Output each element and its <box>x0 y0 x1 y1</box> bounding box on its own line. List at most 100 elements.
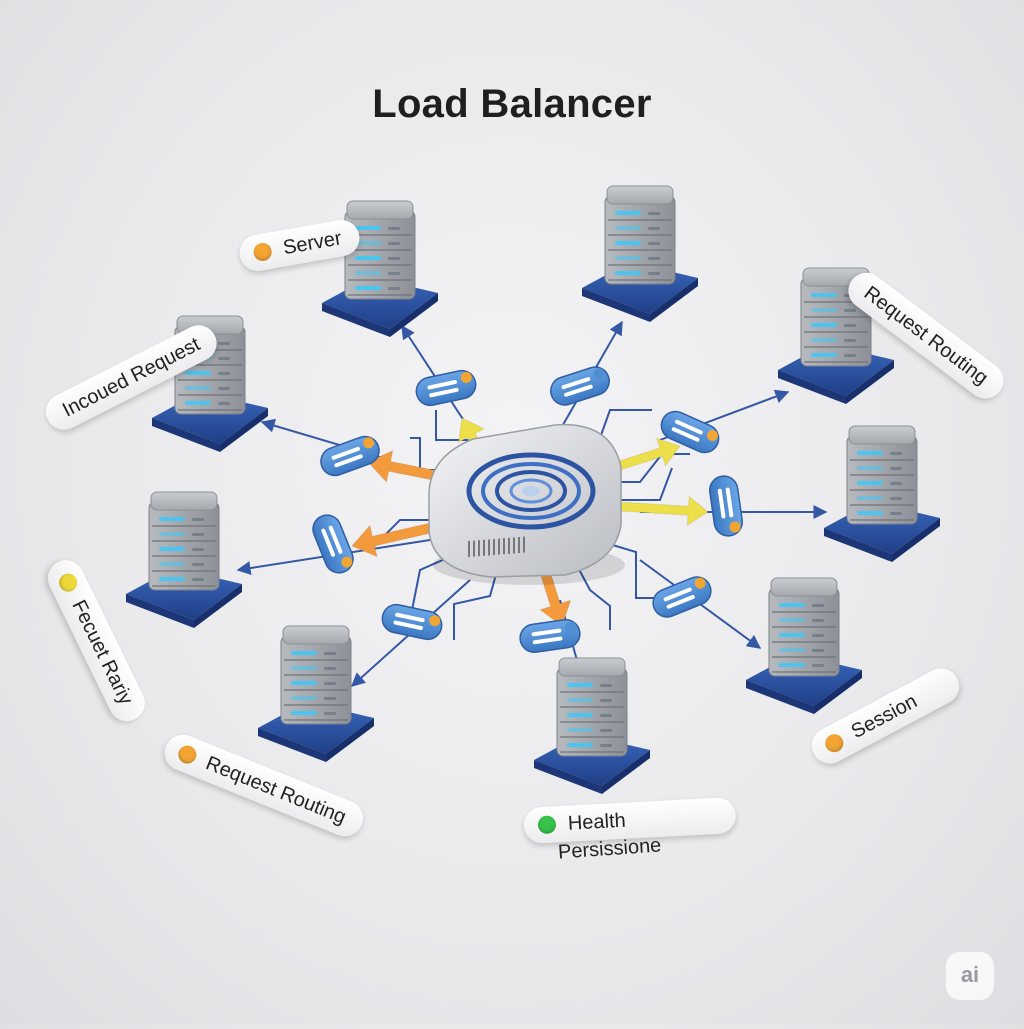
server-base-edge <box>582 288 650 322</box>
server-vent <box>324 697 336 700</box>
token-stripe <box>675 419 703 435</box>
server-led <box>779 618 805 622</box>
server-body <box>280 635 352 725</box>
token-stripe <box>564 384 593 397</box>
hub-ring <box>481 462 581 520</box>
server-led <box>355 286 381 290</box>
server-led <box>567 683 593 687</box>
token-stripe <box>663 587 692 602</box>
token-indicator <box>707 429 719 441</box>
server-led <box>779 663 805 667</box>
server-top <box>346 200 414 220</box>
request-tokens <box>312 366 743 653</box>
server-vent <box>890 497 902 500</box>
token-stripe <box>393 620 423 630</box>
server-led <box>811 338 837 342</box>
server-body <box>148 501 220 591</box>
server-base-edge <box>534 760 602 794</box>
token-stripe <box>531 628 562 637</box>
status-dot-yellow <box>56 570 81 595</box>
server-base-edge <box>650 278 698 322</box>
hub-ring <box>466 452 596 530</box>
server-vent <box>600 744 612 747</box>
server-left-lower <box>126 491 242 628</box>
server-vent <box>218 342 230 345</box>
token-indicator <box>694 577 706 589</box>
server-led <box>811 308 837 312</box>
server-top <box>770 577 838 597</box>
server-led <box>857 511 883 515</box>
server-top <box>848 425 916 445</box>
server-top-right <box>778 267 894 404</box>
server-led <box>159 532 185 536</box>
server-led <box>567 713 593 717</box>
server-base-edge <box>220 408 268 452</box>
server-led <box>291 666 317 670</box>
cable-line <box>453 559 501 640</box>
server-base-edge <box>152 418 220 452</box>
server-led <box>857 481 883 485</box>
server-vent <box>192 518 204 521</box>
token-stripe <box>331 446 361 460</box>
server-vent <box>192 563 204 566</box>
server-vent <box>388 242 400 245</box>
load-balancer-hub <box>428 423 625 585</box>
server-top <box>606 185 674 205</box>
traffic-arrow-yellow <box>611 495 709 527</box>
request-token <box>709 475 743 537</box>
server-bottom-left <box>258 625 374 762</box>
token-stripe <box>429 387 459 398</box>
server-vent <box>812 634 824 637</box>
hub-ring <box>509 478 553 504</box>
server-vent <box>600 684 612 687</box>
server-base-edge <box>778 370 846 404</box>
server-base-edge <box>892 518 940 562</box>
token-indicator <box>593 367 605 379</box>
server-vent <box>844 324 856 327</box>
server-base-edge <box>258 728 326 762</box>
token-stripe <box>427 380 457 390</box>
server-top <box>150 491 218 511</box>
server-led <box>185 401 211 405</box>
server-vent <box>648 257 660 260</box>
token-stripe <box>328 525 343 554</box>
server-vent <box>388 272 400 275</box>
server-base-edge <box>390 293 438 337</box>
server-led <box>291 681 317 685</box>
server-led <box>615 211 641 215</box>
server-led <box>159 562 185 566</box>
server-led <box>615 256 641 260</box>
label-server-text: Server <box>281 227 344 260</box>
cable-line <box>606 467 673 501</box>
server-base-edge <box>602 750 650 794</box>
server-led <box>811 293 837 297</box>
token-indicator <box>565 621 577 633</box>
token-indicator <box>729 521 741 533</box>
token-stripe <box>717 488 726 519</box>
server-vent <box>890 482 902 485</box>
token-stripe <box>725 487 734 518</box>
server-body <box>846 435 918 525</box>
token-stripe <box>532 636 563 645</box>
server-led <box>779 603 805 607</box>
server-vent <box>648 272 660 275</box>
label-health-text: Health <box>567 809 627 835</box>
server-vent <box>648 212 660 215</box>
server-vent <box>890 512 902 515</box>
server-vent <box>812 604 824 607</box>
server-led <box>811 353 837 357</box>
token-body <box>312 514 354 574</box>
server-base-edge <box>814 670 862 714</box>
server-vent <box>844 339 856 342</box>
server-led <box>779 648 805 652</box>
server-led <box>159 517 185 521</box>
server-led <box>185 371 211 375</box>
hub-core <box>522 486 540 496</box>
cable-line <box>595 539 660 599</box>
request-token <box>320 435 380 477</box>
server-led <box>355 241 381 245</box>
server-led <box>615 241 641 245</box>
server-led <box>811 323 837 327</box>
